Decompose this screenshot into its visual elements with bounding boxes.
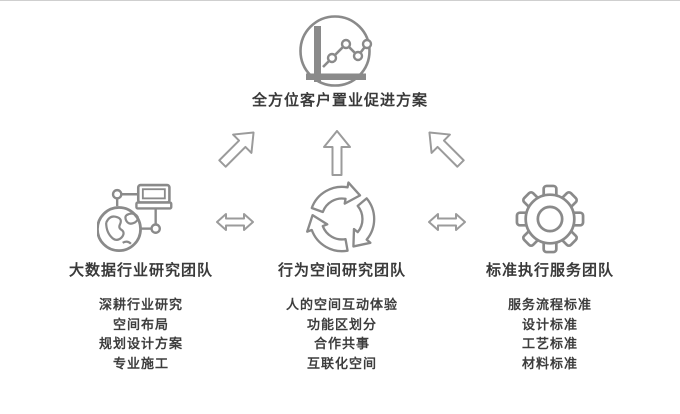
line-chart-circle-icon	[299, 15, 373, 87]
team-item: 功能区划分	[306, 316, 377, 332]
team-title: 行为空间研究团队	[277, 262, 406, 279]
arrow-up-right-icon	[218, 131, 255, 168]
team-item: 深耕行业研究	[98, 297, 183, 312]
double-horizontal-arrow-icon	[428, 213, 466, 231]
team-item: 合作共事	[313, 336, 370, 351]
top-border-line	[0, 0, 680, 1]
team-icon-wrap	[31, 178, 251, 260]
recycle-arrows-icon	[303, 181, 381, 258]
arrow-up-left-icon	[428, 131, 465, 168]
gear-icon	[515, 184, 585, 254]
team-item: 互联化空间	[306, 355, 377, 371]
double-horizontal-arrow-icon	[216, 213, 254, 231]
team-item: 规划设计方案	[98, 336, 183, 351]
team-item: 工艺标准	[521, 336, 578, 351]
team-item: 设计标准	[521, 316, 578, 332]
team-item-list: 深耕行业研究 空间布局 规划设计方案 专业施工	[31, 295, 251, 373]
team-icon-wrap	[440, 178, 660, 260]
globe-laptop-network-icon	[97, 183, 173, 252]
team-column-bigdata: 大数据行业研究团队 深耕行业研究 空间布局 规划设计方案 专业施工	[31, 178, 251, 373]
arrow-up-icon	[323, 130, 351, 176]
team-item: 空间布局	[112, 316, 169, 332]
team-item-list: 服务流程标准 设计标准 工艺标准 材料标准	[440, 295, 660, 373]
scheme-title: 全方位客户置业促进方案	[251, 92, 428, 109]
team-item: 材料标准	[521, 355, 578, 371]
team-column-standards: 标准执行服务团队 服务流程标准 设计标准 工艺标准 材料标准	[440, 178, 660, 373]
team-column-behavior: 行为空间研究团队 人的空间互动体验 功能区划分 合作共事 互联化空间	[232, 178, 452, 373]
team-icon-wrap	[232, 178, 452, 260]
team-title: 标准执行服务团队	[485, 262, 614, 279]
team-item: 专业施工	[112, 355, 169, 371]
team-item: 人的空间互动体验	[285, 297, 398, 312]
team-item-list: 人的空间互动体验 功能区划分 合作共事 互联化空间	[232, 295, 452, 373]
team-title: 大数据行业研究团队	[68, 262, 213, 279]
team-item: 服务流程标准	[507, 297, 592, 312]
